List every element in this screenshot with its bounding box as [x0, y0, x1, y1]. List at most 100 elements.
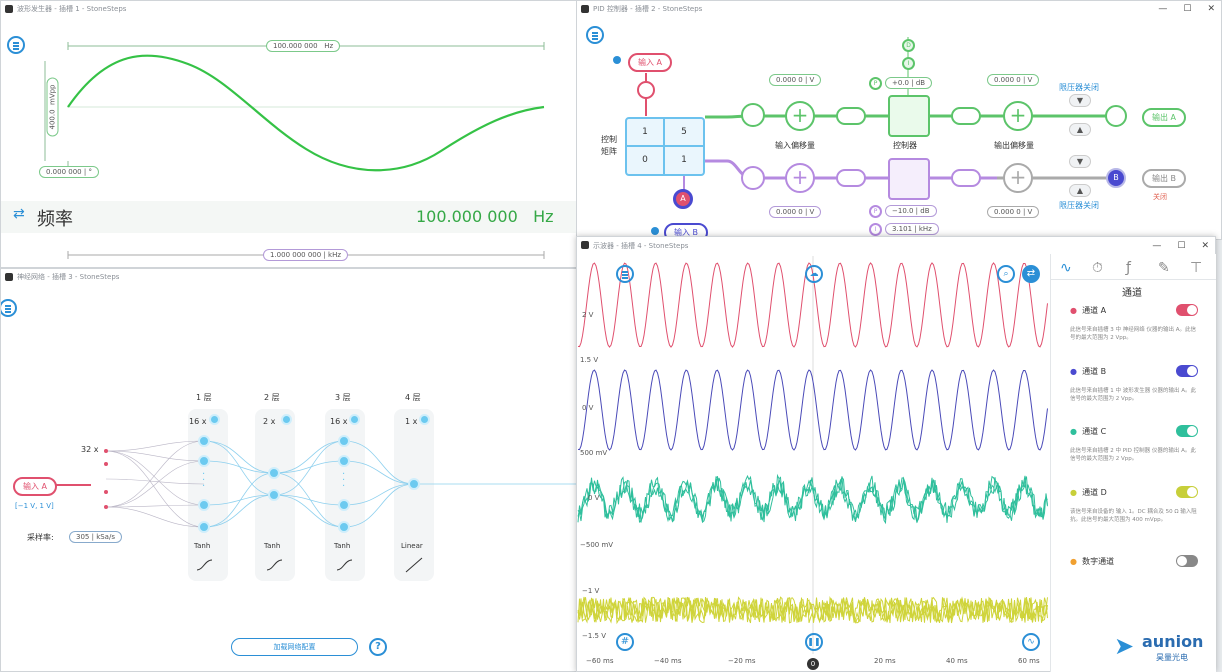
minimize-button[interactable]: —: [1152, 237, 1161, 253]
output-b-button[interactable]: [951, 169, 981, 187]
matrix-cell[interactable]: 1: [627, 119, 665, 147]
limit-down-b[interactable]: ▼: [1069, 155, 1091, 168]
matrix-label-1: 控制: [601, 134, 617, 145]
scope-title: 示波器 - 插槽 4 - StoneSteps: [593, 242, 688, 250]
i-toggle-b[interactable]: I: [869, 223, 882, 236]
app-icon: [581, 241, 589, 249]
waveform-icon[interactable]: ∿: [1022, 633, 1040, 651]
y-tick-label: −1 V: [582, 587, 599, 595]
pause-icon[interactable]: ❚❚: [805, 633, 823, 651]
info-icon[interactable]: [651, 227, 659, 235]
input-offset-a-pill[interactable]: 0.000 0 | V: [769, 74, 821, 86]
layer-1-name: 1 层: [196, 392, 212, 403]
channel-d-desc: 该信号来自设备的 输入 1。DC 耦合及 50 Ω 输入阻抗。此信号的最大范围为…: [1070, 508, 1200, 524]
pid-input-a-probe[interactable]: [637, 81, 655, 99]
output-a-probe[interactable]: [1105, 105, 1127, 127]
load-network-button[interactable]: 加载网络配置: [231, 638, 358, 656]
y-tick-label: 0 V: [588, 494, 599, 502]
digital-channel-toggle[interactable]: [1176, 555, 1198, 567]
input-offset-a-node[interactable]: +: [785, 101, 815, 131]
nn-input-port[interactable]: 输入 A: [13, 477, 57, 496]
timebase-tab-icon[interactable]: ⏱: [1092, 260, 1103, 276]
neuron: [198, 521, 210, 533]
control-matrix[interactable]: 1 5 0 1: [625, 117, 705, 176]
amplitude-pill[interactable]: 400.0 mVpp: [47, 78, 59, 137]
zoom-icon[interactable]: ⌕: [997, 265, 1015, 283]
swap-icon[interactable]: ⇄: [13, 206, 25, 222]
pid-output-b[interactable]: 输出 B: [1142, 169, 1186, 188]
trigger-tab-icon[interactable]: ƒ: [1126, 260, 1131, 276]
sample-rate-label: 采样率:: [27, 532, 54, 543]
layer-1-activation: Tanh: [194, 542, 210, 550]
panel-title: 通道: [1122, 284, 1142, 299]
integrator-b-button[interactable]: [836, 169, 866, 187]
frequency-pill[interactable]: 100.000 000 Hz: [266, 40, 340, 52]
grid-icon[interactable]: #: [616, 633, 634, 651]
layer-4-count[interactable]: 1 x: [405, 417, 417, 426]
phase-pill[interactable]: 0.000 000 | °: [39, 166, 99, 178]
x-tick-label: −20 ms: [728, 657, 755, 665]
output-offset-b-node[interactable]: +: [1003, 163, 1033, 193]
maximize-button[interactable]: ☐: [1177, 237, 1185, 253]
controller-b-block[interactable]: [888, 158, 930, 200]
input-offset-b-node[interactable]: +: [785, 163, 815, 193]
p-toggle[interactable]: P: [869, 77, 882, 90]
matrix-cell[interactable]: 0: [627, 147, 665, 174]
close-button[interactable]: ✕: [1201, 237, 1209, 253]
badge-b[interactable]: B: [1106, 168, 1126, 188]
nn-connections: [1, 269, 578, 672]
i-toggle[interactable]: I: [902, 57, 915, 70]
pid-input-a[interactable]: 输入 A: [628, 53, 672, 72]
channel-a-toggle[interactable]: [1176, 304, 1198, 316]
window-controls: — ☐ ✕: [1152, 237, 1209, 253]
i-freq-b-pill[interactable]: 3.101 | kHz: [885, 223, 939, 235]
layer-1-count[interactable]: 16 x: [189, 417, 206, 426]
probe-node[interactable]: [741, 103, 765, 127]
matrix-cell[interactable]: 5: [665, 119, 703, 147]
info-icon[interactable]: [613, 56, 621, 64]
cloud-upload-icon[interactable]: ☁: [805, 265, 823, 283]
input-offset-b-pill[interactable]: 0.000 0 | V: [769, 206, 821, 218]
limit-up-a[interactable]: ▲: [1069, 123, 1091, 136]
frequency-label: 频率: [37, 205, 73, 231]
swap-channels-icon[interactable]: ⇄: [1022, 265, 1040, 283]
neuron: [338, 521, 350, 533]
scope-menu-button[interactable]: [616, 265, 634, 283]
brand-name: aunion: [1142, 632, 1203, 651]
probe-tab-icon[interactable]: ✎: [1158, 260, 1170, 276]
channel-c-toggle[interactable]: [1176, 425, 1198, 437]
layer-2-count[interactable]: 2 x: [263, 417, 275, 426]
layer-3-count[interactable]: 16 x: [330, 417, 347, 426]
help-button[interactable]: ?: [369, 638, 387, 656]
output-offset-a-node[interactable]: +: [1003, 101, 1033, 131]
badge-a[interactable]: A: [673, 189, 693, 209]
limiter-label-a: 限压器关闭: [1059, 82, 1099, 93]
controller-a-block[interactable]: [888, 95, 930, 137]
x-tick-label: −40 ms: [654, 657, 681, 665]
y-tick-label: −500 mV: [580, 541, 613, 549]
integrator-a-button[interactable]: [836, 107, 866, 125]
output-a-button[interactable]: [951, 107, 981, 125]
matrix-cell[interactable]: 1: [665, 147, 703, 174]
limit-up-b[interactable]: ▲: [1069, 184, 1091, 197]
brand-sub: 昊量光电: [1156, 652, 1188, 663]
pid-output-a[interactable]: 输出 A: [1142, 108, 1186, 127]
channels-tab-icon[interactable]: ∿: [1060, 260, 1072, 276]
measure-tab-icon[interactable]: ⊤: [1190, 260, 1202, 276]
sample-rate-pill[interactable]: 305 | kSa/s: [69, 531, 122, 543]
limit-down-a[interactable]: ▼: [1069, 94, 1091, 107]
channel-d-toggle[interactable]: [1176, 486, 1198, 498]
output-offset-b-pill[interactable]: 0.000 0 | V: [987, 206, 1039, 218]
layer-3-name: 3 层: [335, 392, 351, 403]
p-gain-a-pill[interactable]: +0.0 | dB: [885, 77, 932, 89]
probe-node[interactable]: [741, 166, 765, 190]
frequency-range-pill[interactable]: 1.000 000 000 | kHz: [263, 249, 348, 261]
output-b-off-label: 关闭: [1153, 192, 1167, 202]
trigger-marker[interactable]: 0: [807, 658, 819, 670]
channel-b-toggle[interactable]: [1176, 365, 1198, 377]
d-toggle[interactable]: D: [902, 39, 915, 52]
p-gain-b-pill[interactable]: −10.0 | dB: [885, 205, 937, 217]
neuron: [209, 414, 220, 425]
p-toggle-b[interactable]: P: [869, 205, 882, 218]
output-offset-a-pill[interactable]: 0.000 0 | V: [987, 74, 1039, 86]
